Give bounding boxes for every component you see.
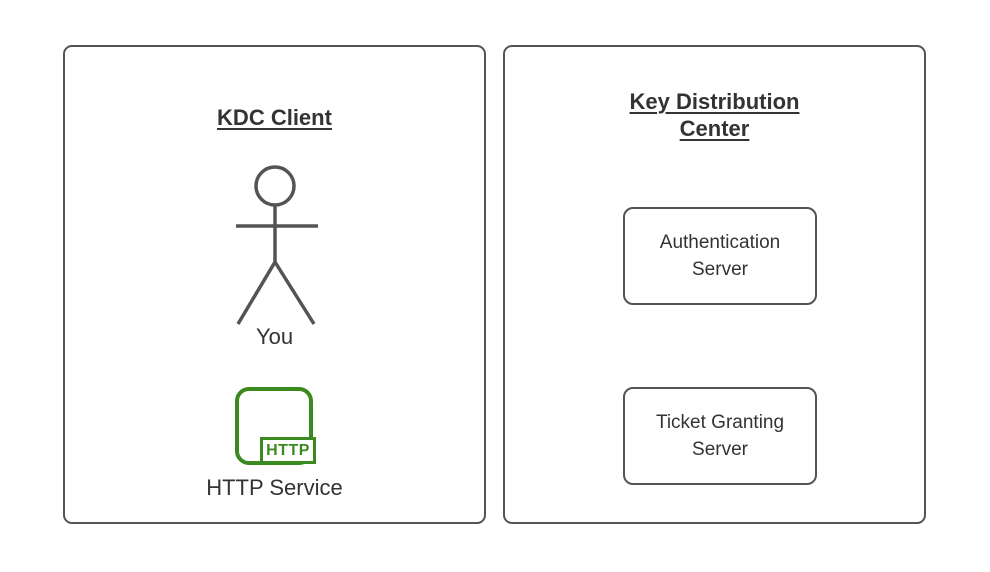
ticket-granting-server-label: Ticket Granting Server: [655, 412, 785, 460]
http-badge-label: HTTP: [266, 441, 310, 459]
authentication-server-label: Authentication Server: [659, 232, 781, 280]
actor-label: You: [255, 324, 294, 349]
kdc-client-title: KDC Client: [65, 104, 484, 131]
http-badge: HTTP: [260, 437, 316, 464]
kdc-title-line1: Key Distribution: [629, 89, 800, 114]
kdc-title-line2: Center: [679, 116, 750, 141]
kdc-title: Key Distribution Center: [505, 88, 924, 142]
authentication-server-box: Authentication Server: [623, 207, 817, 305]
ticket-granting-server-box: Ticket Granting Server: [623, 387, 817, 485]
stick-figure-icon: [236, 165, 318, 325]
http-service-label: HTTP Service: [206, 475, 343, 500]
key-distribution-center-panel: Key Distribution Center Authentication S…: [503, 45, 926, 524]
kdc-client-panel: KDC Client You HTTP HTTP Service: [63, 45, 486, 524]
kdc-client-title-text: KDC Client: [217, 105, 332, 130]
